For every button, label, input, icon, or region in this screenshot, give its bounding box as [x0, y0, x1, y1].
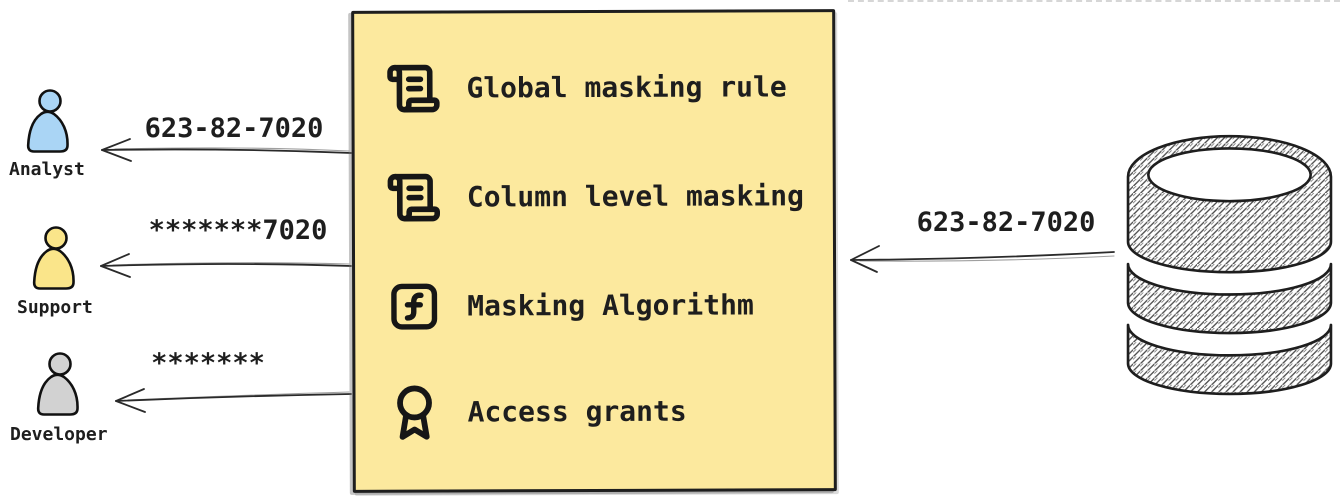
database-icon	[1126, 122, 1334, 402]
masking-box-item: Global masking rule	[384, 58, 787, 118]
masking-box-item: Column level masking	[385, 167, 804, 226]
person-icon	[32, 226, 75, 290]
masking-box-item-label: Column level masking	[466, 179, 805, 214]
support-label: Support	[17, 297, 93, 318]
database-outgoing-value: 623-82-7020	[916, 207, 1096, 238]
person-icon	[36, 352, 79, 416]
developer-figure	[31, 352, 83, 422]
person-icon	[26, 89, 69, 153]
analyst-figure	[21, 89, 73, 159]
developer-received-value: *******	[151, 348, 265, 379]
masking-box: Global masking rule Column level masking	[351, 9, 837, 493]
arrow-database-to-box	[850, 245, 1115, 273]
analyst-received-value: 623-82-7020	[144, 113, 324, 144]
support-received-value: *******7020	[148, 215, 328, 246]
arrow-box-to-support	[100, 253, 352, 278]
masking-box-item: Access grants	[385, 383, 687, 442]
masking-box-item-label: Masking Algorithm	[467, 288, 754, 323]
developer-label: Developer	[10, 424, 108, 445]
scroll-text-icon	[384, 60, 442, 118]
masking-box-item-label: Access grants	[467, 394, 687, 429]
analyst-label: Analyst	[9, 159, 85, 180]
support-figure	[27, 226, 79, 296]
scroll-text-icon	[385, 169, 443, 227]
top-dashed-line	[848, 0, 1340, 2]
award-icon	[385, 384, 443, 442]
masking-box-item: Masking Algorithm	[385, 276, 754, 335]
function-square-icon	[385, 278, 443, 336]
masking-box-item-label: Global masking rule	[466, 70, 787, 105]
arrow-box-to-developer	[115, 388, 352, 413]
